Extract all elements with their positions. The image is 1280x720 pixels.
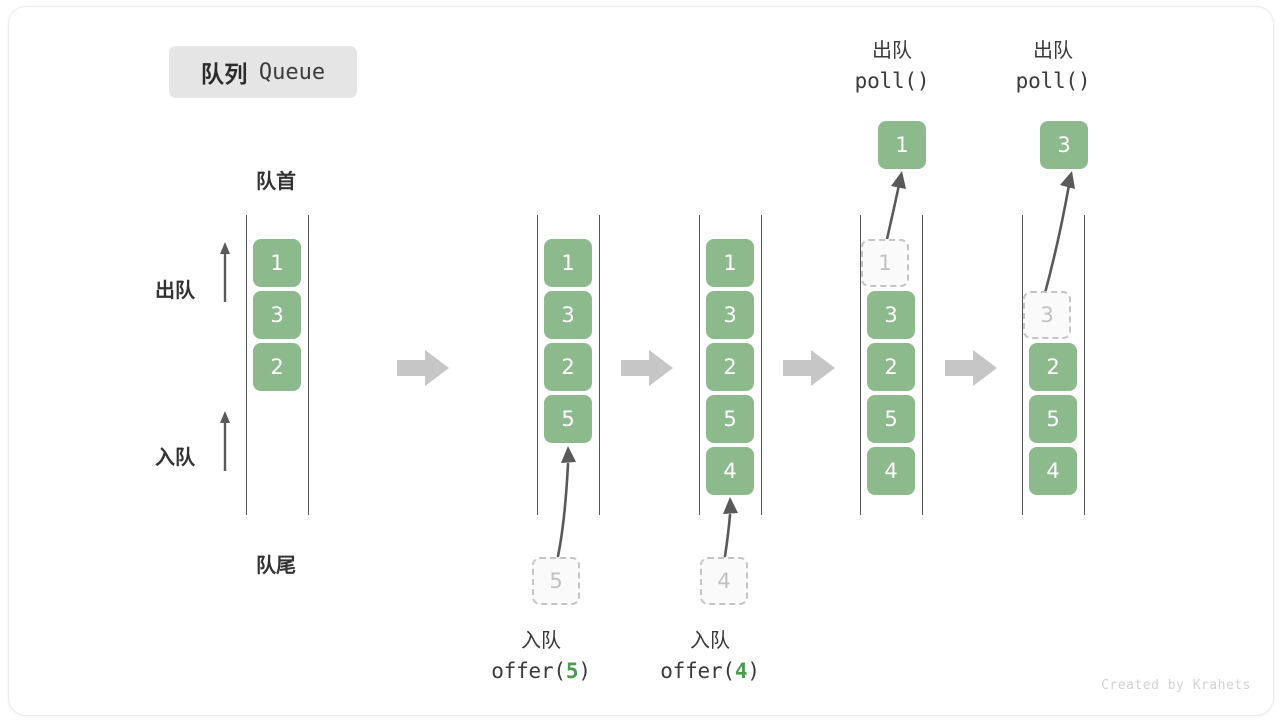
step-arrow-1 (397, 350, 449, 386)
dequeue-side-label: 出队 (155, 280, 195, 302)
polled-value-box-1: 1 (878, 121, 926, 169)
incoming-ghost-box-5: 5 (532, 557, 580, 605)
queue-cell: 3 (253, 291, 301, 339)
operation-cn-poll-1: 出队 (872, 40, 912, 62)
operation-code-offer-5: offer(5) (491, 659, 591, 683)
queue-cell: 5 (706, 395, 754, 443)
queue-cell: 2 (544, 343, 592, 391)
operation-cn-offer-5: 入队 (521, 630, 561, 652)
rail-left-col2 (537, 215, 538, 515)
rail-right-col2 (599, 215, 600, 515)
queue-cell: 5 (1029, 395, 1077, 443)
enqueue-flow-arrow-4 (723, 497, 738, 558)
enqueue-direction-arrow (220, 411, 230, 471)
footer-credit: Created by Krahets (1101, 678, 1251, 693)
operation-cn-offer-4: 入队 (690, 630, 730, 652)
queue-cell: 2 (253, 343, 301, 391)
rail-right-col1 (308, 215, 309, 515)
queue-ghost-cell: 3 (1023, 291, 1071, 339)
queue-cell: 2 (1029, 343, 1077, 391)
rail-left-col3 (699, 215, 700, 515)
polled-value-box-3: 3 (1040, 121, 1088, 169)
queue-cell: 2 (867, 343, 915, 391)
diagram-title-badge: 队列 Queue (169, 46, 357, 98)
step-arrow-3 (783, 350, 835, 386)
queue-cell: 3 (544, 291, 592, 339)
operation-code-poll-3: poll() (1015, 69, 1091, 93)
rail-right-col5 (1084, 215, 1085, 515)
rail-right-col4 (922, 215, 923, 515)
dequeue-flow-arrow-3 (1043, 171, 1075, 295)
step-arrow-2 (621, 350, 673, 386)
queue-cell: 3 (706, 291, 754, 339)
operation-cn-poll-3: 出队 (1033, 40, 1073, 62)
rail-left-col1 (246, 215, 247, 515)
queue-ghost-cell: 1 (861, 239, 909, 287)
enqueue-side-label: 入队 (155, 447, 195, 469)
queue-head-label: 队首 (256, 171, 296, 193)
title-cn: 队列 (200, 61, 248, 87)
queue-cell: 4 (1029, 447, 1077, 495)
rail-left-col5 (1022, 215, 1023, 515)
rail-left-col4 (860, 215, 861, 515)
queue-cell: 3 (867, 291, 915, 339)
queue-cell: 1 (706, 239, 754, 287)
enqueue-flow-arrow-5 (556, 446, 576, 558)
operation-label-offer-4: 入队 offer(4) (630, 627, 790, 686)
operation-code-offer-4: offer(4) (660, 659, 760, 683)
queue-cell: 5 (544, 395, 592, 443)
rail-right-col3 (761, 215, 762, 515)
queue-cell: 5 (867, 395, 915, 443)
queue-tail-label: 队尾 (256, 555, 296, 577)
queue-cell: 1 (253, 239, 301, 287)
dequeue-direction-arrow (220, 242, 230, 302)
operation-code-poll-1: poll() (854, 69, 930, 93)
queue-cell: 4 (867, 447, 915, 495)
operation-label-poll-1: 出队 poll() (812, 37, 972, 96)
queue-cell: 1 (544, 239, 592, 287)
dequeue-flow-arrow-1 (885, 171, 906, 241)
operation-label-poll-3: 出队 poll() (973, 37, 1133, 96)
title-en: Queue (258, 59, 326, 85)
step-arrow-4 (945, 350, 997, 386)
queue-cell: 4 (706, 447, 754, 495)
operation-label-offer-5: 入队 offer(5) (461, 627, 621, 686)
incoming-ghost-box-4: 4 (700, 557, 748, 605)
queue-cell: 2 (706, 343, 754, 391)
